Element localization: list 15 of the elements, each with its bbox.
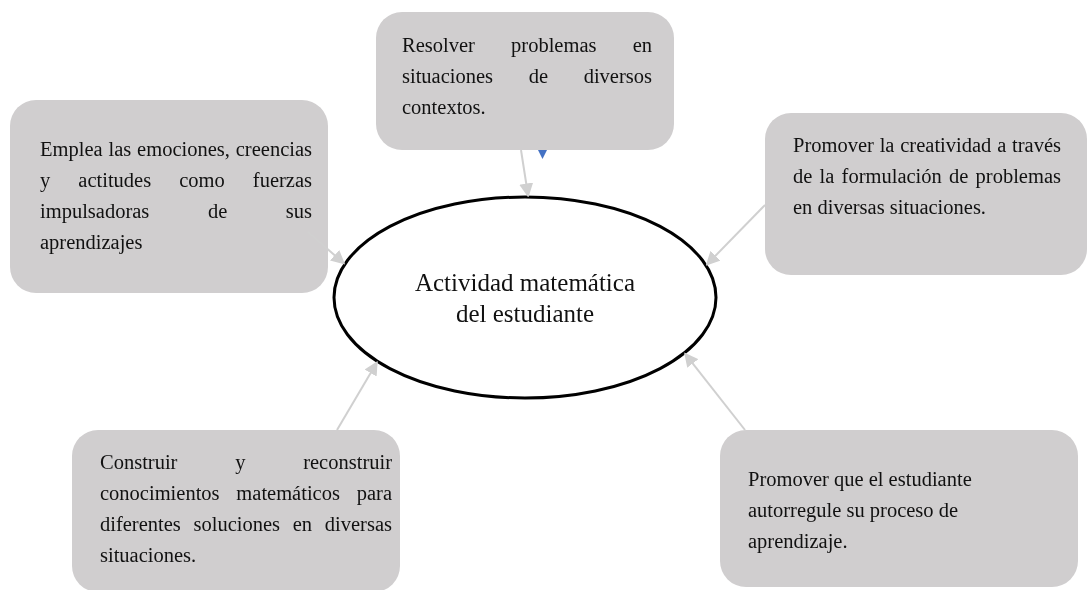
box-text: Promover que el estudiante autorregule su proceso de aprendizaje. (748, 467, 973, 555)
rounded-box (376, 12, 674, 150)
box-text: Emplea las emociones, creencias y actitudes como fuerzas impulsadoras de sus aprendizajes (40, 137, 312, 256)
arrow (336, 360, 378, 431)
arrow (519, 149, 534, 198)
rounded-box (10, 100, 328, 293)
rounded-box (72, 430, 400, 590)
rounded-box (720, 430, 1078, 587)
box-text: Promover la creatividad a través de la formulación de problemas en diversas situaciones. (793, 133, 1061, 220)
rounded-box (765, 113, 1087, 275)
arrow (684, 352, 746, 431)
box-text: Construir y reconstruir conocimientos matemáticos para diferentes soluciones en diversas situaciones. (100, 450, 392, 568)
arrow (705, 204, 766, 266)
box-text: Resolver problemas en situaciones de diversos contextos. (402, 33, 652, 120)
center-label: Actividad matemática del estudiante (413, 267, 636, 329)
